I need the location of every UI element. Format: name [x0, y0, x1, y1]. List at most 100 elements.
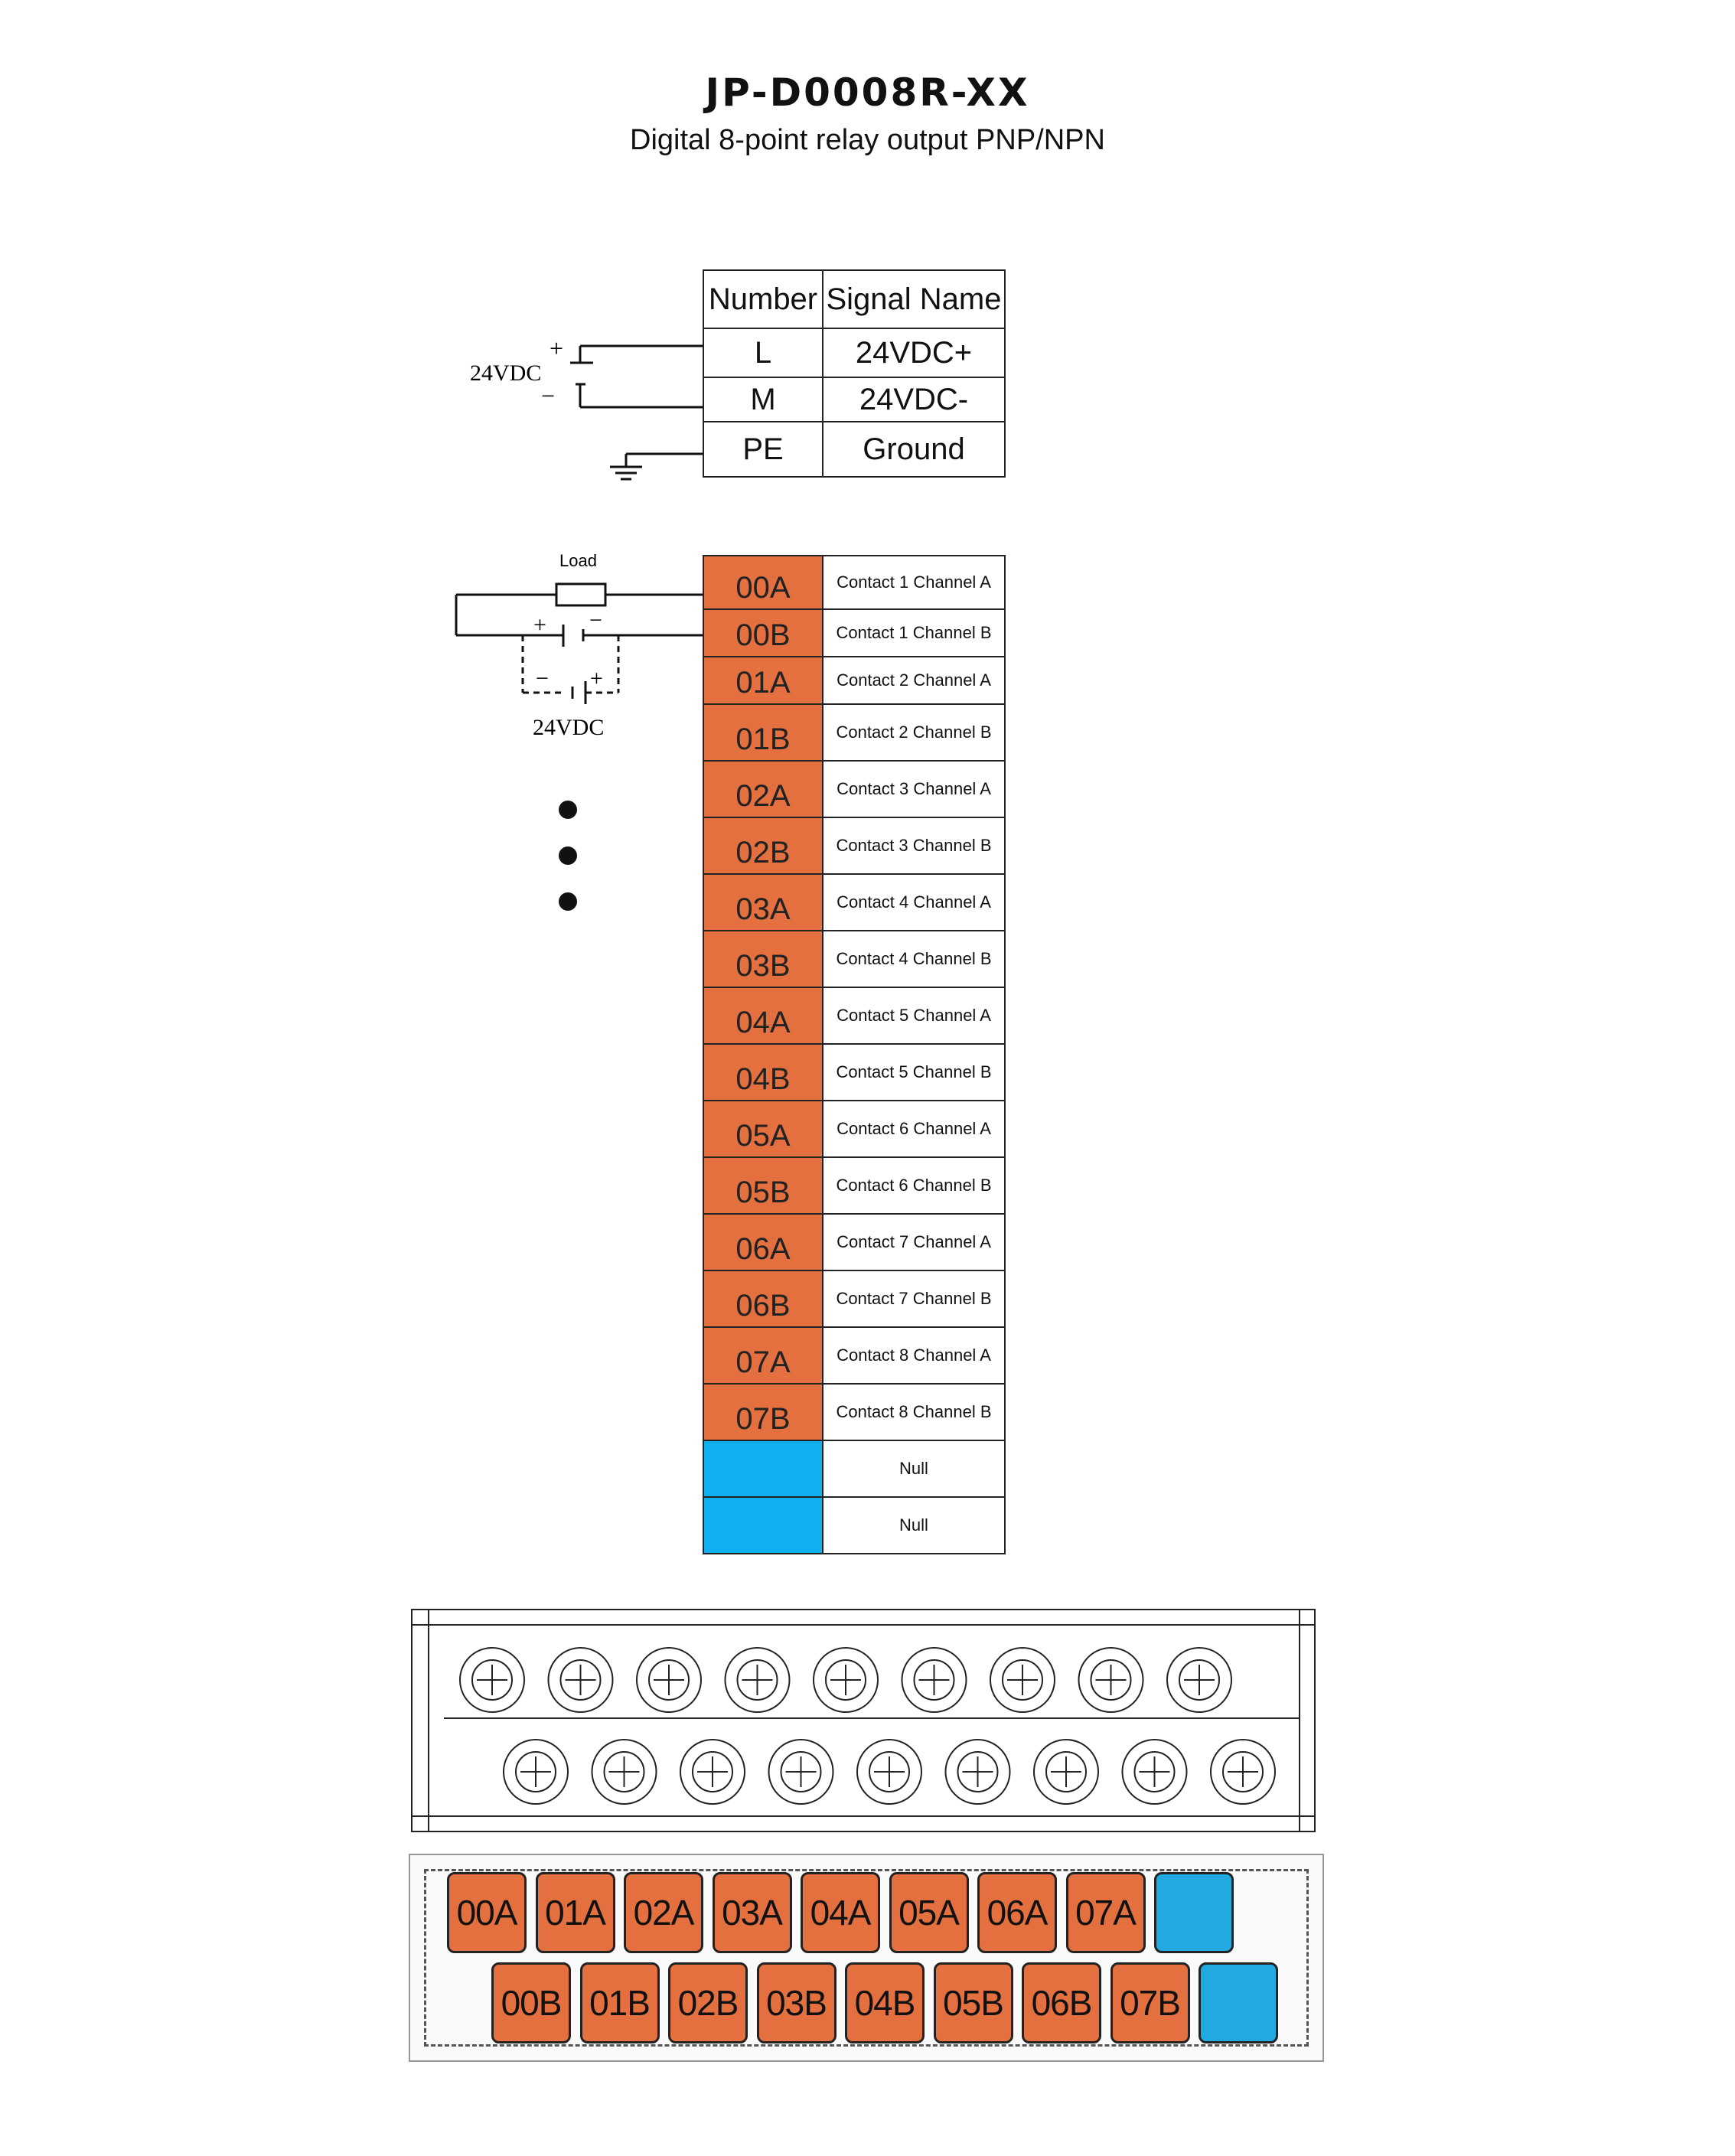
ellipsis-dot — [559, 801, 577, 819]
screw-icon — [1166, 1647, 1232, 1713]
screw-icon — [990, 1647, 1055, 1713]
terminal-tag: 05B — [933, 1962, 1013, 2043]
terminal-number-cell: 01A — [703, 656, 823, 705]
power-signal-cell: 24VDC- — [822, 377, 1006, 422]
terminal-tag: 06B — [1022, 1962, 1101, 2043]
terminal-number-cell: 04A — [703, 987, 823, 1045]
power-supply-symbol — [570, 344, 703, 409]
load-minus-sign: − — [589, 608, 602, 633]
ellipsis-dot — [559, 846, 577, 865]
terminal-tag: 06A — [977, 1872, 1057, 1953]
terminal-tag: 07A — [1065, 1872, 1146, 1953]
terminal-number-cell: 04B — [703, 1043, 823, 1101]
signal-name-cell: Contact 5 Channel B — [822, 1043, 1006, 1101]
screw-icon — [1210, 1739, 1276, 1805]
power-number-cell: M — [703, 377, 823, 422]
signal-name-cell: Contact 1 Channel B — [822, 608, 1006, 657]
alt-supply-dashed — [521, 635, 620, 694]
terminal-tag: 01A — [535, 1872, 615, 1953]
load-label: Load — [559, 551, 597, 570]
screw-icon — [813, 1647, 879, 1713]
signal-name-cell: Contact 1 Channel A — [822, 555, 1006, 610]
terminal-tag: 02A — [624, 1872, 703, 1953]
load-resistor-icon — [555, 582, 607, 607]
supply-label: 24VDC — [470, 360, 541, 386]
ground-icon — [610, 452, 703, 481]
null-terminal-tag — [1154, 1872, 1234, 1953]
screw-icon — [1078, 1647, 1144, 1713]
terminal-number-cell — [703, 1496, 823, 1554]
terminal-number-cell: 02B — [703, 817, 823, 875]
terminal-tag: 00A — [447, 1872, 527, 1953]
screw-icon — [636, 1647, 702, 1713]
screw-icon — [547, 1647, 614, 1713]
terminal-number-cell: 05B — [703, 1156, 823, 1215]
power-signal-cell: 24VDC+ — [822, 328, 1006, 378]
io-row: Null — [703, 1440, 1006, 1498]
header-number: Number — [703, 269, 823, 329]
signal-name-cell: Contact 4 Channel B — [822, 930, 1006, 988]
terminal-number-cell: 07A — [703, 1326, 823, 1385]
terminal-tag: 03A — [712, 1872, 792, 1953]
power-number-cell: PE — [703, 421, 823, 478]
signal-name-cell: Contact 2 Channel A — [822, 656, 1006, 705]
screw-icon — [503, 1739, 569, 1805]
terminal-tag: 07B — [1110, 1962, 1190, 2043]
terminal-number-cell: 07B — [703, 1383, 823, 1441]
terminal-number-cell: 00A — [703, 555, 823, 610]
screw-icon — [680, 1739, 745, 1805]
signal-name-cell: Contact 7 Channel A — [822, 1213, 1006, 1271]
null-terminal-tag — [1199, 1962, 1278, 2043]
screw-icon — [459, 1647, 525, 1713]
terminal-tag: 04A — [801, 1872, 880, 1953]
terminal-number-cell: 06A — [703, 1213, 823, 1271]
terminal-block-drawing — [411, 1609, 1316, 1832]
signal-name-cell: Null — [822, 1440, 1006, 1498]
signal-name-cell: Contact 6 Channel B — [822, 1156, 1006, 1215]
dashed-border — [424, 1869, 1309, 2047]
screw-icon — [1033, 1739, 1099, 1805]
terminal-tag: 04B — [845, 1962, 925, 2043]
signal-name-cell: Contact 5 Channel A — [822, 987, 1006, 1045]
signal-name-cell: Contact 4 Channel A — [822, 873, 1006, 931]
terminal-number-cell — [703, 1440, 823, 1498]
alt-plus-sign: + — [590, 666, 603, 691]
signal-name-cell: Contact 6 Channel A — [822, 1100, 1006, 1158]
screw-icon — [724, 1647, 791, 1713]
screw-icon — [591, 1739, 657, 1805]
signal-name-cell: Contact 7 Channel B — [822, 1270, 1006, 1328]
terminal-tag: 00B — [491, 1962, 571, 2043]
screw-icon — [768, 1739, 834, 1805]
terminal-number-cell: 05A — [703, 1100, 823, 1158]
signal-name-cell: Contact 2 Channel B — [822, 703, 1006, 762]
signal-name-cell: Contact 8 Channel B — [822, 1383, 1006, 1441]
page-subtitle: Digital 8-point relay output PNP/NPN — [630, 124, 1105, 156]
terminal-number-cell: 02A — [703, 760, 823, 818]
alt-minus-sign: − — [536, 666, 549, 691]
plus-sign: + — [550, 334, 563, 362]
terminal-number-cell: 03A — [703, 873, 823, 931]
io-row: Null — [703, 1496, 1006, 1554]
signal-name-cell: Contact 3 Channel A — [822, 760, 1006, 818]
ellipsis-dot — [559, 892, 577, 911]
power-number-cell: L — [703, 328, 823, 378]
load-circuit — [455, 582, 703, 647]
load-plus-sign: + — [533, 612, 546, 638]
screw-icon — [856, 1739, 922, 1805]
signal-name-cell: Null — [822, 1496, 1006, 1554]
